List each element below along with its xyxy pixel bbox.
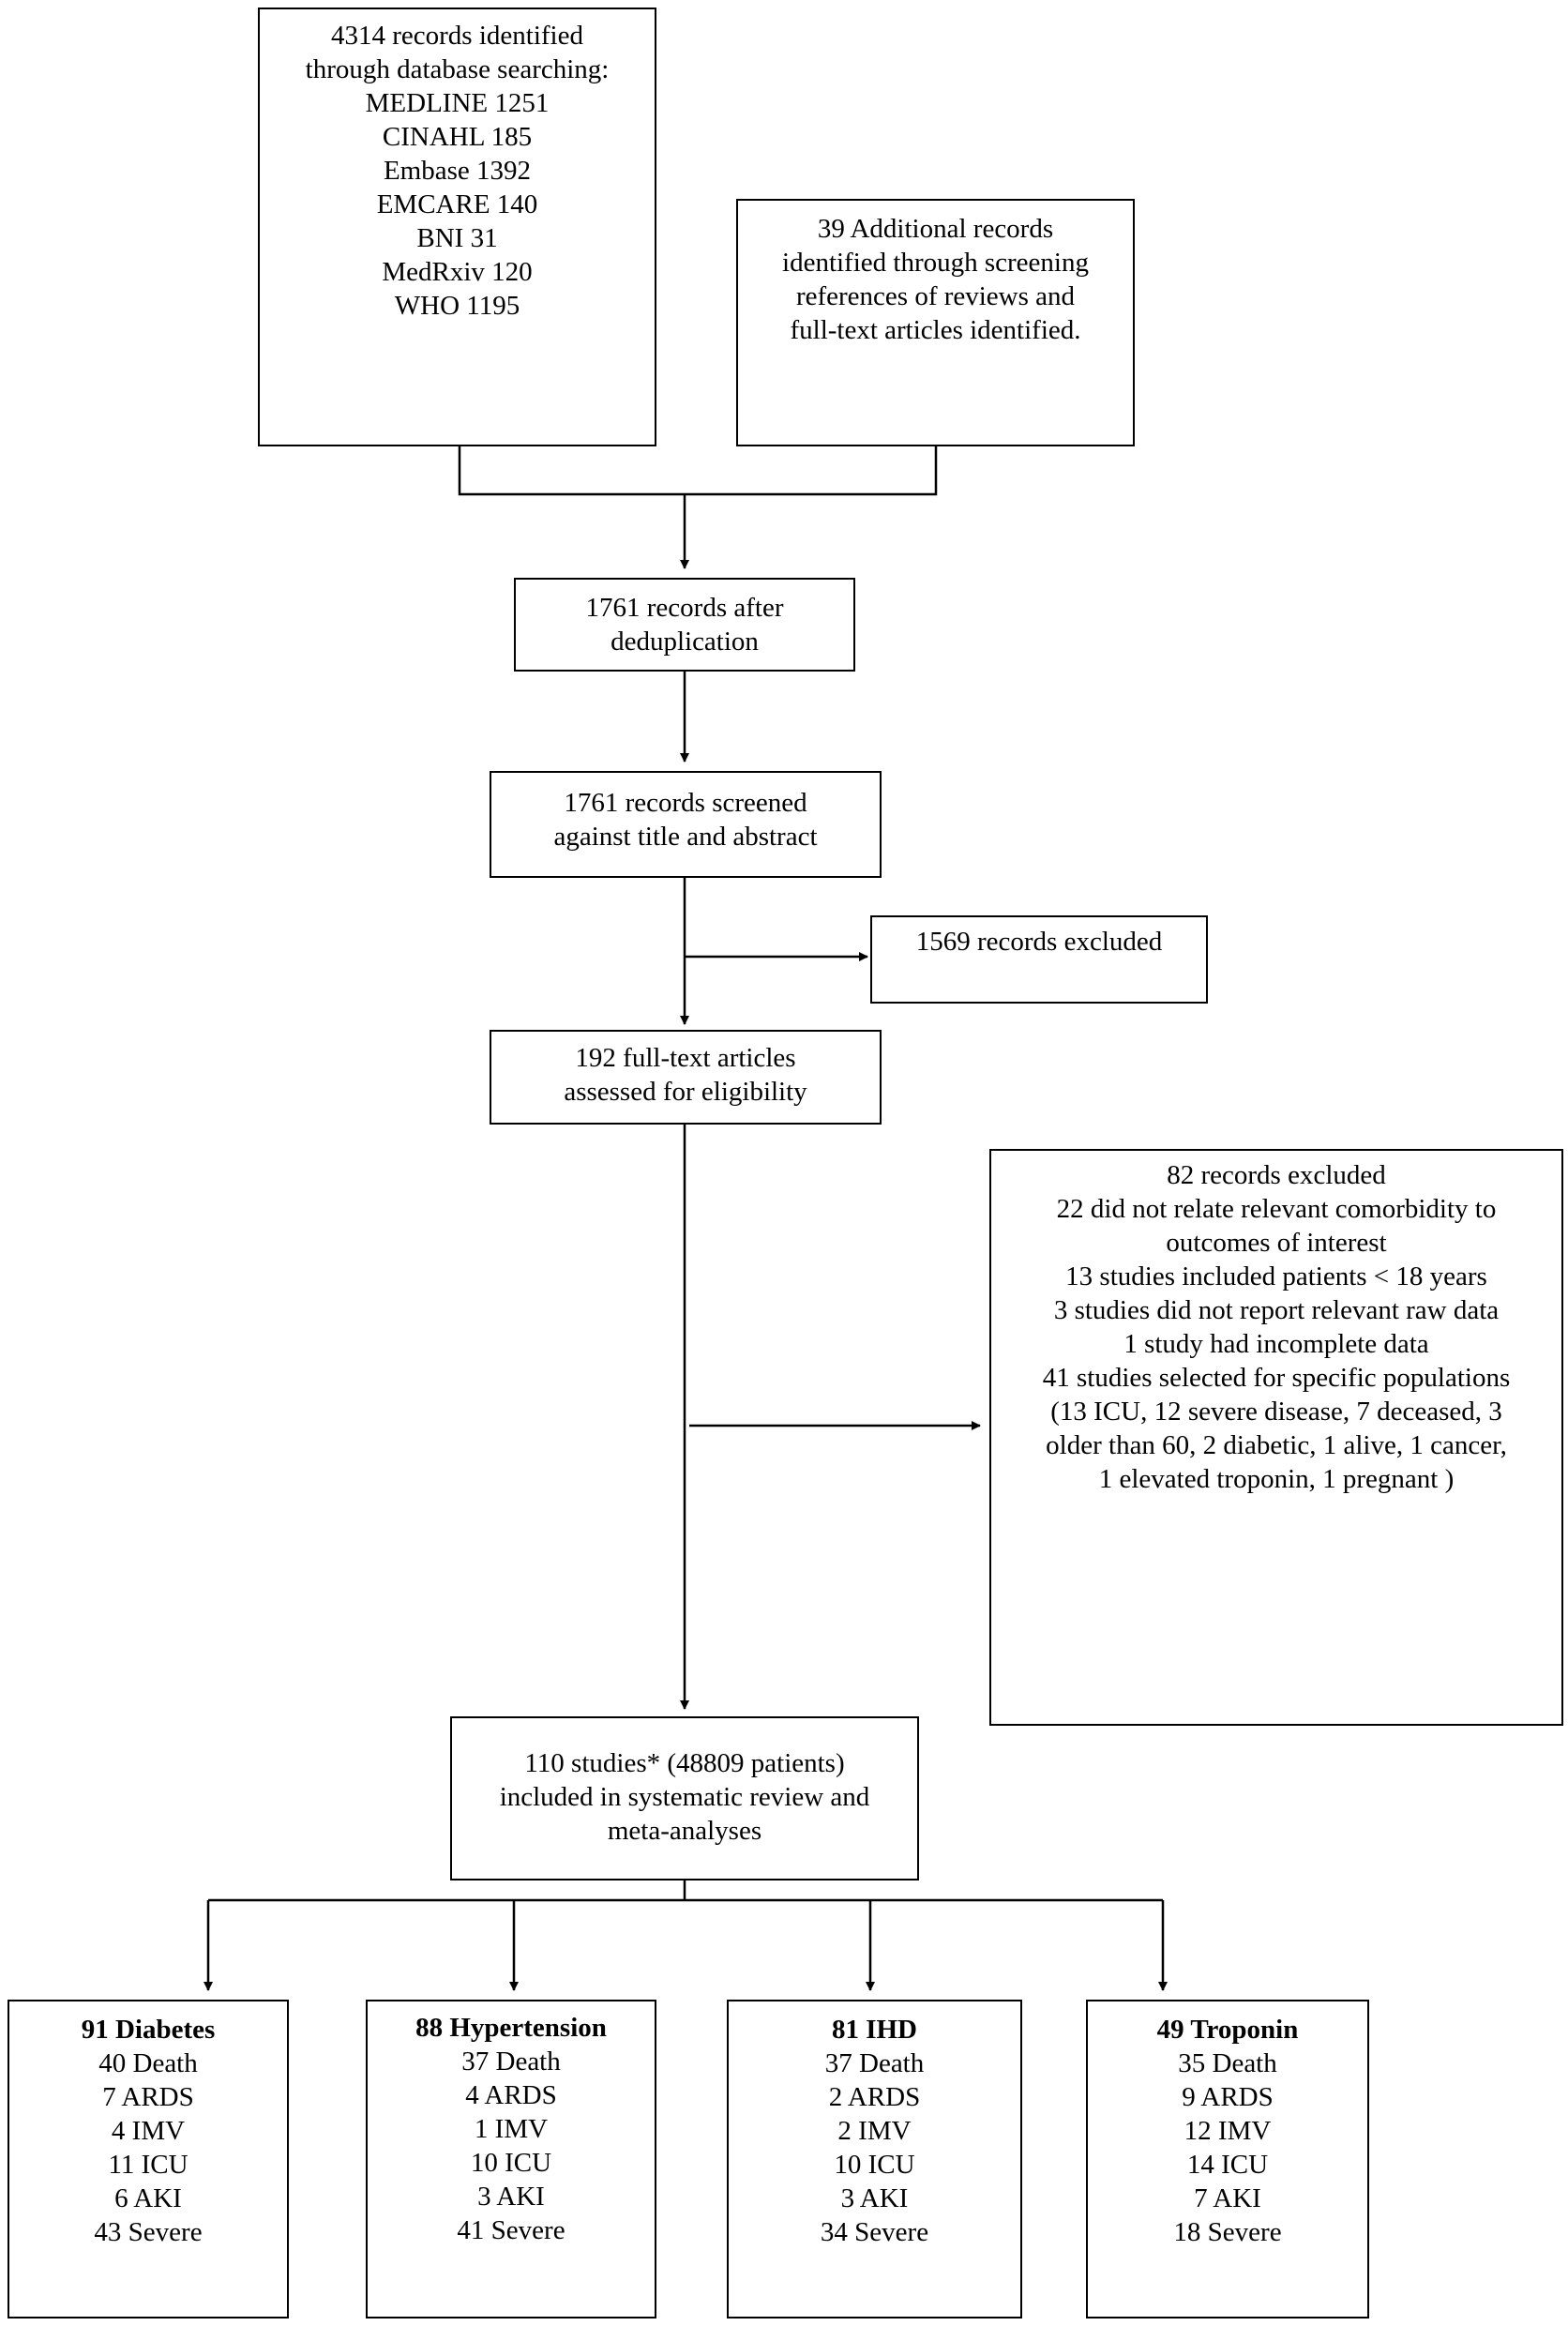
box-line: 13 studies included patients < 18 years	[1065, 1261, 1487, 1291]
outcome-title: 49 Troponin	[1156, 2015, 1299, 2045]
excluded-fulltext-box: 82 records excluded 22 did not relate re…	[989, 1149, 1563, 1726]
box-line: 1761 records screened	[564, 788, 807, 818]
outcome-line: 7 AKI	[1194, 2183, 1261, 2213]
box-line: MEDLINE 1251	[365, 88, 550, 118]
box-line: 4314 records identified	[331, 21, 583, 51]
box-line: references of reviews and	[795, 281, 1076, 311]
outcome-line: 37 Death	[824, 2048, 925, 2078]
box-line: included in systematic review and	[499, 1782, 870, 1812]
box-line: through database searching:	[305, 54, 610, 84]
box-line: 1569 records excluded	[915, 927, 1163, 957]
box-line: 192 full-text articles	[575, 1043, 796, 1073]
included-box: 110 studies* (48809 patients) included i…	[450, 1716, 919, 1880]
merge-bracket	[458, 446, 938, 496]
eligibility-box: 192 full-text articles assessed for elig…	[490, 1030, 882, 1125]
outcome-line: 43 Severe	[94, 2217, 203, 2247]
box-line: 3 studies did not report relevant raw da…	[1053, 1295, 1500, 1325]
outcome-line: 41 Severe	[457, 2215, 565, 2245]
hypertension-box: 88 Hypertension 37 Death 4 ARDS 1 IMV 10…	[366, 2000, 656, 2318]
ihd-box: 81 IHD 37 Death 2 ARDS 2 IMV 10 ICU 3 AK…	[727, 2000, 1022, 2318]
outcome-line: 14 ICU	[1186, 2150, 1269, 2180]
diabetes-box: 91 Diabetes 40 Death 7 ARDS 4 IMV 11 ICU…	[8, 2000, 289, 2318]
additional-records-box: 39 Additional records identified through…	[736, 199, 1135, 446]
box-line: identified through screening	[782, 248, 1089, 278]
outcome-line: 18 Severe	[1173, 2217, 1282, 2247]
box-line: 1761 records after	[585, 593, 784, 623]
outcome-line: 10 ICU	[470, 2148, 552, 2178]
deduplication-box: 1761 records after deduplication	[514, 578, 855, 672]
outcome-line: 2 ARDS	[828, 2082, 921, 2112]
box-line: meta-analyses	[607, 1816, 762, 1846]
box-line: WHO 1195	[394, 291, 520, 321]
box-line: assessed for eligibility	[564, 1077, 807, 1107]
box-line: 41 studies selected for specific populat…	[1042, 1363, 1511, 1393]
screening-box: 1761 records screened against title and …	[490, 771, 882, 878]
box-line: MedRxiv 120	[382, 257, 533, 287]
box-line: CINAHL 185	[382, 122, 533, 152]
outcome-line: 3 AKI	[840, 2183, 909, 2213]
outcome-line: 35 Death	[1178, 2048, 1277, 2078]
outcome-line: 6 AKI	[114, 2183, 182, 2213]
outcome-line: 1 IMV	[474, 2114, 549, 2144]
outcome-title: 91 Diabetes	[81, 2015, 216, 2045]
outcome-line: 10 ICU	[834, 2150, 915, 2180]
outcome-line: 2 IMV	[837, 2116, 912, 2146]
box-line: BNI 31	[416, 223, 498, 253]
outcome-line: 7 ARDS	[102, 2082, 194, 2112]
box-line: 39 Additional records	[817, 214, 1054, 244]
troponin-box: 49 Troponin 35 Death 9 ARDS 12 IMV 14 IC…	[1086, 2000, 1369, 2318]
box-line: EMCARE 140	[376, 189, 538, 219]
outcome-line: 4 IMV	[111, 2116, 186, 2146]
box-line: 1 elevated troponin, 1 pregnant )	[1098, 1464, 1455, 1494]
outcome-title: 88 Hypertension	[415, 2013, 607, 2043]
box-line: outcomes of interest	[1166, 1228, 1387, 1258]
box-line: 110 studies* (48809 patients)	[524, 1748, 845, 1778]
outcome-line: 12 IMV	[1184, 2116, 1272, 2146]
box-line: (13 ICU, 12 severe disease, 7 deceased, …	[1050, 1397, 1502, 1427]
box-line: Embase 1392	[383, 156, 532, 186]
outcome-line: 4 ARDS	[465, 2080, 557, 2110]
outcome-line: 11 ICU	[108, 2150, 188, 2180]
box-line: full-text articles identified.	[790, 315, 1081, 345]
outcome-line: 37 Death	[461, 2047, 561, 2077]
database-search-box: 4314 records identified through database…	[258, 8, 656, 446]
box-line: 1 study had incomplete data	[1123, 1329, 1429, 1359]
box-line: older than 60, 2 diabetic, 1 alive, 1 ca…	[1046, 1430, 1507, 1460]
outcome-title: 81 IHD	[831, 2015, 918, 2045]
outcome-line: 3 AKI	[477, 2182, 545, 2212]
excluded-screening-box: 1569 records excluded	[870, 915, 1208, 1004]
box-line: against title and abstract	[553, 822, 818, 852]
box-line: 22 did not relate relevant comorbidity t…	[1056, 1194, 1497, 1224]
outcome-line: 34 Severe	[820, 2217, 929, 2247]
outcome-line: 9 ARDS	[1182, 2082, 1274, 2112]
box-line: deduplication	[611, 627, 759, 657]
box-line: 82 records excluded	[1167, 1160, 1386, 1190]
outcome-line: 40 Death	[98, 2048, 198, 2078]
